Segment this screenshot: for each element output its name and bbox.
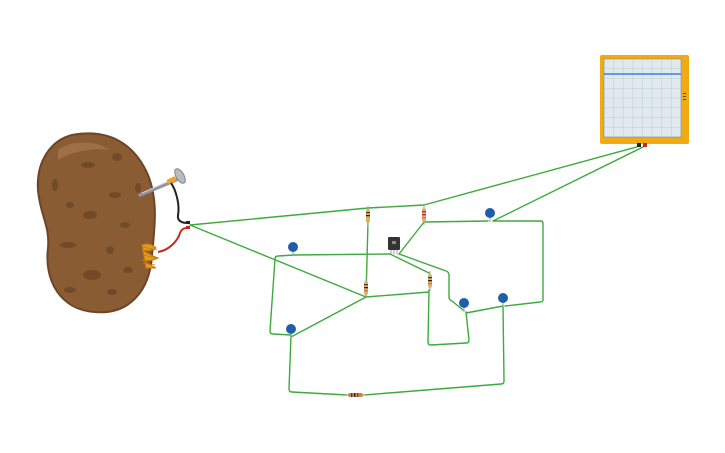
lead-terminal-red [186,226,190,229]
wire-r5-to-c5[interactable] [363,305,505,396]
potato-highlight [58,142,110,160]
wire-junction-to-r4[interactable] [365,291,430,298]
oscilloscope-probe-black[interactable] [637,143,641,147]
wire-c4-to-c5[interactable] [465,305,504,314]
wire-r2-to-transistor[interactable] [398,221,425,255]
oscilloscope-grid [604,59,681,137]
wire-c1-to-transistor[interactable] [293,253,391,256]
capacitor-c1[interactable] [288,242,298,256]
wire-transistor-to-r4[interactable] [389,253,430,274]
oscilloscope-side-controls [683,93,686,100]
red-lead-wire[interactable] [157,227,190,253]
transistor-icon[interactable] [388,237,400,254]
capacitor-c3[interactable] [286,324,296,338]
oscilloscope-probe-red[interactable] [643,143,647,147]
wire-c3-bottom-loop[interactable] [288,334,348,396]
capacitor-c5[interactable] [498,293,508,307]
wire-potato-to-r2[interactable] [189,145,641,226]
wire-c2-to-scope[interactable] [492,145,646,222]
resistor-r1[interactable] [366,206,370,226]
wire-c1-left-loop[interactable] [269,254,295,336]
lead-terminal-black [186,221,190,224]
copper-electrode-icon[interactable] [141,243,160,269]
resistor-r5[interactable] [345,393,366,397]
capacitor-c4[interactable] [459,298,469,312]
wire-transistor-to-c4[interactable] [398,253,464,311]
wire-r2-to-c2[interactable] [423,220,489,223]
wire-r4-to-c4-loop[interactable] [427,289,470,346]
capacitor-c2[interactable] [485,208,495,222]
nail-electrode-icon[interactable] [138,167,187,197]
potato-battery-icon[interactable] [36,132,190,314]
oscilloscope-icon[interactable] [600,55,689,147]
resistor-r4[interactable] [428,271,432,291]
wire-potato-to-junction[interactable] [189,224,367,298]
resistor-r2[interactable] [422,205,426,225]
wire-junction-to-c3[interactable] [290,296,367,338]
potato-spots [52,153,141,295]
black-lead-wire[interactable] [170,182,189,224]
resistor-r3[interactable] [364,278,368,298]
potato-body [36,132,156,314]
wires [189,145,646,396]
wire-c2-right-loop[interactable] [492,220,544,307]
